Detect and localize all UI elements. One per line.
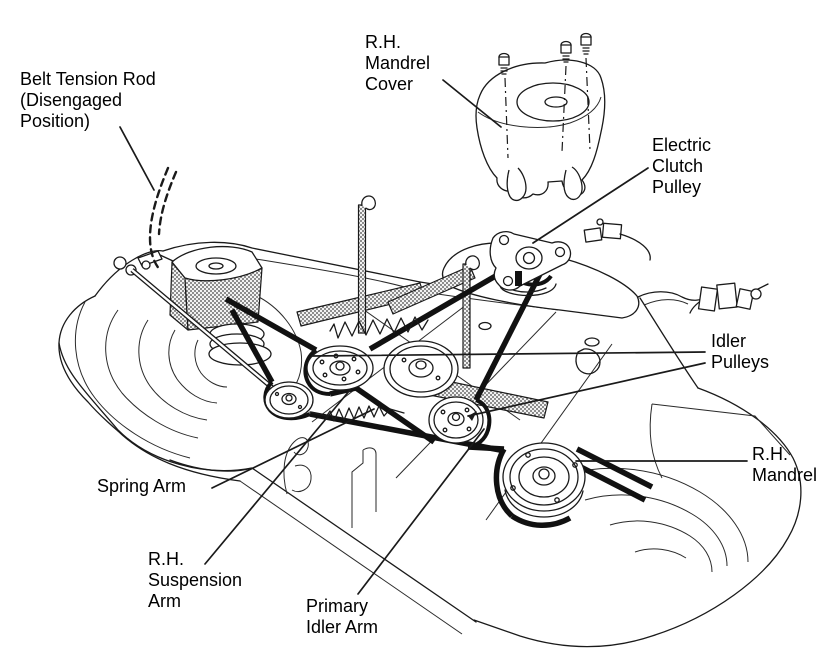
leader-lines (119, 79, 748, 595)
label-line: Mandrel (365, 53, 431, 73)
label-line: (Disengaged (20, 90, 123, 110)
leader-primary-idler-arm (357, 428, 485, 595)
cover-screws (498, 32, 592, 159)
label-belt-tension-rod: Belt Tension Rod (Disengaged Position) (20, 69, 156, 132)
label-rh-mandrel-cover: R.H. Mandrel Cover (365, 32, 430, 95)
pulley-idler-2 (383, 340, 459, 398)
label-line: Spring Arm (97, 476, 187, 496)
belt-tension-rod-dashed (148, 166, 178, 272)
label-line: Electric (652, 135, 712, 155)
leader-electric-clutch (532, 167, 649, 244)
spring-lower (309, 405, 405, 422)
guide-rod-left (357, 195, 376, 334)
label-rh-suspension-arm: R.H. Suspension Arm (148, 549, 242, 612)
screw-3 (580, 32, 592, 151)
guide-rod-right (462, 255, 480, 369)
pulley-spring-arm (264, 381, 314, 419)
leader-suspension-arm (204, 389, 351, 565)
label-line: Suspension (148, 570, 243, 590)
leader-belt-tension-rod (119, 126, 155, 191)
label-line: Idler Arm (306, 617, 379, 637)
leader-rh-mandrel-cover (442, 79, 502, 128)
label-rh-mandrel: R.H. Mandrel (752, 444, 817, 486)
label-line: R.H. (148, 549, 184, 569)
label-line: Pulley (652, 177, 702, 197)
label-electric-clutch-pulley: Electric Clutch Pulley (652, 135, 711, 198)
leader-idler-pulleys-2 (467, 362, 706, 417)
leader-spring-arm (211, 408, 375, 489)
rh-dome (564, 467, 749, 573)
clutch-arm (387, 265, 476, 315)
belts (224, 264, 654, 528)
label-line: Belt Tension Rod (20, 69, 156, 89)
label-line: R.H. (365, 32, 401, 52)
suspension-rod (130, 268, 296, 408)
label-line: Cover (365, 74, 414, 94)
clutch-wire-connector (583, 218, 651, 261)
label-line: Primary (306, 596, 368, 616)
label-line: Position) (20, 111, 91, 131)
clutch-assembly (489, 231, 572, 297)
label-line: R.H. (752, 444, 788, 464)
screw-1 (498, 52, 510, 159)
pulley-idler-1 (306, 345, 374, 391)
screw-2 (560, 40, 572, 153)
label-line: Pulleys (711, 352, 770, 372)
lh-dome (74, 294, 303, 459)
leader-idler-pulleys-1 (311, 351, 706, 357)
label-idler-pulleys: Idler Pulleys (711, 331, 769, 373)
wire-connector-right (689, 282, 769, 314)
pulley-rh-mandrel (502, 442, 586, 518)
label-primary-idler-arm: Primary Idler Arm (306, 596, 378, 638)
rh-mandrel-cover (475, 59, 606, 202)
leader-arrowhead (468, 411, 477, 421)
spring-upper (329, 316, 429, 339)
label-line: Idler (711, 331, 747, 351)
label-spring-arm: Spring Arm (97, 476, 186, 497)
label-line: Arm (148, 591, 181, 611)
label-line: Mandrel (752, 465, 818, 485)
pulley-idler-4 (428, 396, 484, 444)
label-line: Clutch (652, 156, 704, 176)
